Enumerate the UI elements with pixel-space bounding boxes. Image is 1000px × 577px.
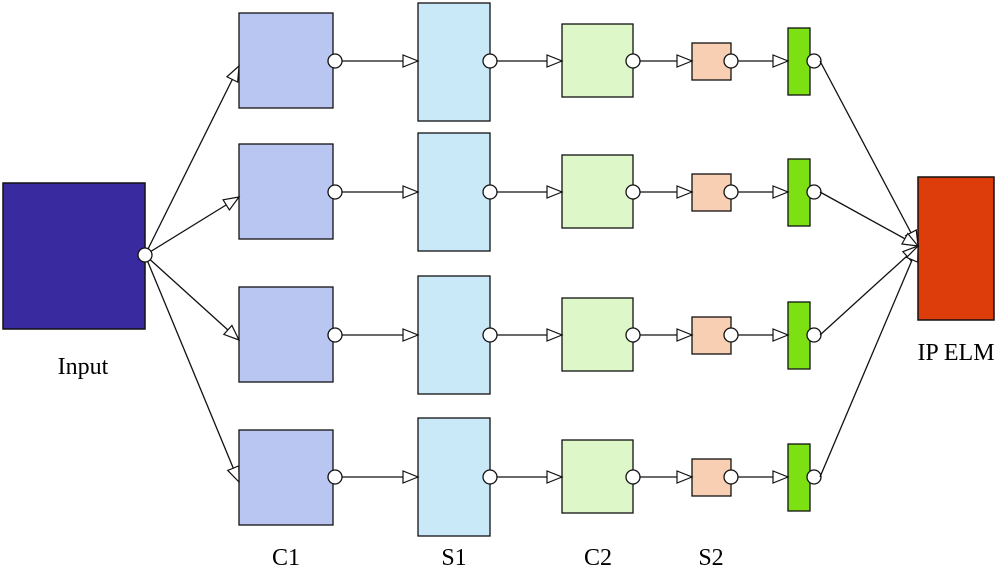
branch-3-c2-s2-arrow-head [676,328,694,342]
branch-3-c1-port [327,327,343,343]
branch-3-input-arrow-head [222,324,241,342]
branch-2-output-arrow-line [819,191,919,247]
branch-4-c1-s1-arrow-head [402,470,420,484]
c2-label: C2 [584,545,612,571]
branch-4-fc-port [806,469,822,485]
branch-2-c2-block [561,154,634,229]
c1-label: C1 [272,545,300,571]
branch-3-s2-fc-arrow-head [772,328,790,342]
branch-1-fc-port [806,53,822,69]
branch-1-output-arrow-line [819,60,919,247]
branch-4-s1-c2-arrow-head [546,470,564,484]
branch-2-c2-s2-arrow-head [676,185,694,199]
branch-3-input-arrow-line [144,254,240,341]
branch-3-c2-block [561,297,634,372]
branch-2-s2-port [723,184,739,200]
branch-2-s1-c2-arrow-head [546,185,564,199]
branch-4-c1-port [327,469,343,485]
branch-4-s1-block [417,417,491,537]
branch-1-c2-s2-arrow-head [676,54,694,68]
s2-label: S2 [698,545,723,571]
branch-2-c2-port [625,184,641,200]
branch-3-c1-block [238,286,334,383]
branch-3-s2-port [723,327,739,343]
branch-1-input-arrow-head [225,64,240,84]
branch-1-c2-block [561,23,634,98]
branches [137,2,920,537]
input-label: Input [58,354,109,380]
branch-4-c2-port [625,469,641,485]
s1-label: S1 [441,545,466,571]
branch-3-fc-port [806,327,822,343]
branch-2-s1-block [417,132,491,252]
branch-1-c2-port [625,53,641,69]
branch-4-c2-s2-arrow-head [676,470,694,484]
branch-1-s2-port [723,53,739,69]
branch-1-c1-port [327,53,343,69]
branch-3-s1-port [482,327,498,343]
branch-2-input-arrow-line [144,196,240,256]
branch-4-output-arrow-line [819,245,919,478]
branch-2-s2-fc-arrow-head [772,185,790,199]
branch-1-input-arrow-line [144,65,240,256]
branch-4-input-arrow-line [144,254,240,483]
branch-4-c2-block [561,439,634,514]
branch-4-s2-port [723,469,739,485]
branch-4-s2-fc-arrow-head [772,470,790,484]
branch-1-s2-fc-arrow-head [772,54,790,68]
branch-4-output-arrow-head [905,244,919,264]
input-port [137,247,153,263]
branch-4-c1-block [238,429,334,526]
branch-2-c1-block [238,143,334,240]
branch-2-c1-port [327,184,343,200]
branch-2-c1-s1-arrow-head [402,185,420,199]
branch-1-s1-block [417,2,491,122]
input-block [2,182,146,330]
branch-4-s1-port [482,469,498,485]
branch-2-output-arrow-head [901,232,920,247]
branch-3-s1-c2-arrow-head [546,328,564,342]
output-block [917,176,995,321]
branch-3-c1-s1-arrow-head [402,328,420,342]
branch-1-c1-s1-arrow-head [402,54,420,68]
branch-3-s1-block [417,275,491,395]
branch-1-s1-port [482,53,498,69]
branch-2-fc-port [806,184,822,200]
branch-1-c1-block [238,12,334,109]
output-label: IP ELM [917,340,994,366]
branch-4-input-arrow-head [226,464,240,484]
branch-1-s1-c2-arrow-head [546,54,564,68]
branch-2-input-arrow-head [222,196,241,212]
branch-3-c2-port [625,327,641,343]
branch-3-output-arrow-line [819,245,919,336]
branch-2-s1-port [482,184,498,200]
